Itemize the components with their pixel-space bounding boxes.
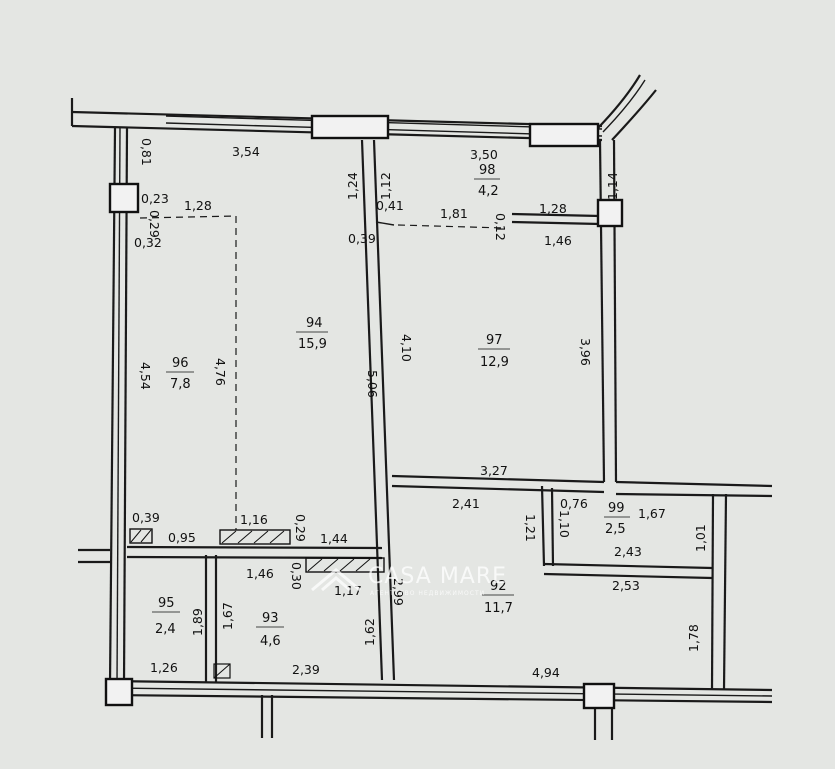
room-92-label: 92 11,7	[482, 579, 514, 616]
dim-label: 1,28	[539, 201, 567, 216]
dim-label: 1,26	[150, 660, 178, 675]
room-99-label: 99 2,5	[604, 501, 630, 537]
watermark-brand: CASA MARE	[368, 564, 507, 589]
dim-label: 1,16	[240, 512, 268, 527]
svg-text:15,9: 15,9	[298, 337, 327, 352]
dim-label: 1,17	[334, 583, 362, 598]
dim-label: 1,46	[544, 233, 572, 248]
dim-label: 3,27	[480, 463, 508, 478]
dim-label: 1,78	[686, 624, 701, 652]
svg-text:97: 97	[486, 333, 503, 348]
casa-mare-logo-icon	[311, 568, 361, 592]
room-96-label: 96 7,8	[166, 356, 194, 392]
dim-label: 3,54	[232, 144, 260, 159]
room-97-label: 97 12,9	[478, 333, 510, 370]
dim-label: 2,99	[391, 578, 406, 606]
dim-label: 4,76	[213, 358, 228, 386]
dim-label: 4,10	[399, 334, 414, 362]
watermark-tagline: АГЕНТСТВО НЕДВИЖИМОСТИ	[370, 590, 485, 597]
room-94-label: 94 15,9	[296, 316, 328, 352]
dim-label: 1,44	[320, 531, 348, 546]
dim-label: 1,81	[440, 206, 468, 221]
svg-text:2,4: 2,4	[155, 622, 176, 637]
dim-label: 0,12	[493, 213, 508, 241]
dim-label: 0,95	[168, 530, 196, 545]
svg-text:92: 92	[490, 579, 507, 594]
dim-label: 1,12	[378, 172, 393, 200]
dim-label: 2,39	[292, 662, 320, 677]
svg-text:95: 95	[158, 596, 175, 611]
dim-label: 1,21	[523, 514, 538, 542]
dimension-labels: 3,54 0,81 0,23 0,29 1,28 0,32 1,24 1,12 …	[132, 138, 708, 680]
structural-columns	[104, 114, 624, 710]
dim-label: 0,30	[289, 562, 304, 590]
dim-label: 0,39	[348, 231, 376, 246]
dim-label: 0,76	[560, 496, 588, 511]
dim-label: 0,39	[132, 510, 160, 525]
dim-label: 1,01	[693, 524, 708, 552]
svg-text:11,7: 11,7	[484, 601, 513, 616]
svg-text:99: 99	[608, 501, 625, 516]
vent-blocks	[129, 528, 385, 679]
dim-label: 3,96	[578, 338, 593, 366]
room-93-label: 93 4,6	[256, 611, 284, 649]
room-95-label: 95 2,4	[152, 596, 180, 637]
watermark: CASA MARE АГЕНТСТВО НЕДВИЖИМОСТИ	[311, 564, 507, 597]
dim-label: 2,53	[612, 578, 640, 593]
room-labels: 94 15,9 96 7,8 97 12,9 98 4,2 99 2,5 95 …	[152, 163, 630, 649]
dim-label: 0,23	[141, 191, 169, 206]
dim-label: 1,46	[246, 566, 274, 581]
dim-label: 0,29	[147, 210, 162, 238]
svg-text:4,2: 4,2	[478, 184, 499, 199]
dim-label: 3,50	[470, 147, 498, 162]
dim-label: 0,81	[139, 138, 154, 166]
dim-label: 0,41	[376, 198, 404, 213]
dim-label: 1,28	[184, 198, 212, 213]
svg-text:98: 98	[479, 163, 496, 178]
dim-label: 1,67	[220, 602, 235, 630]
dim-label: 0,29	[293, 514, 308, 542]
walls	[70, 74, 773, 740]
dim-label: 1,67	[638, 506, 666, 521]
dim-label: 2,43	[614, 544, 642, 559]
svg-text:2,5: 2,5	[605, 522, 626, 537]
dim-label: 1,89	[190, 608, 205, 636]
dim-label: 2,41	[452, 496, 480, 511]
svg-text:94: 94	[306, 316, 323, 331]
svg-text:7,8: 7,8	[170, 377, 191, 392]
svg-text:4,6: 4,6	[260, 634, 281, 649]
svg-text:93: 93	[262, 611, 279, 626]
dim-label: 1,62	[362, 618, 377, 646]
dim-label: 0,32	[134, 235, 162, 250]
dim-label: 1,14	[605, 172, 620, 200]
room-98-label: 98 4,2	[474, 163, 500, 199]
dim-label: 1,24	[345, 172, 360, 200]
dim-label: 4,54	[138, 362, 153, 390]
dim-label: 1,10	[557, 510, 572, 538]
dim-label: 5,06	[365, 370, 380, 398]
svg-text:12,9: 12,9	[480, 355, 509, 370]
svg-text:96: 96	[172, 356, 189, 371]
dim-label: 4,94	[532, 665, 560, 680]
